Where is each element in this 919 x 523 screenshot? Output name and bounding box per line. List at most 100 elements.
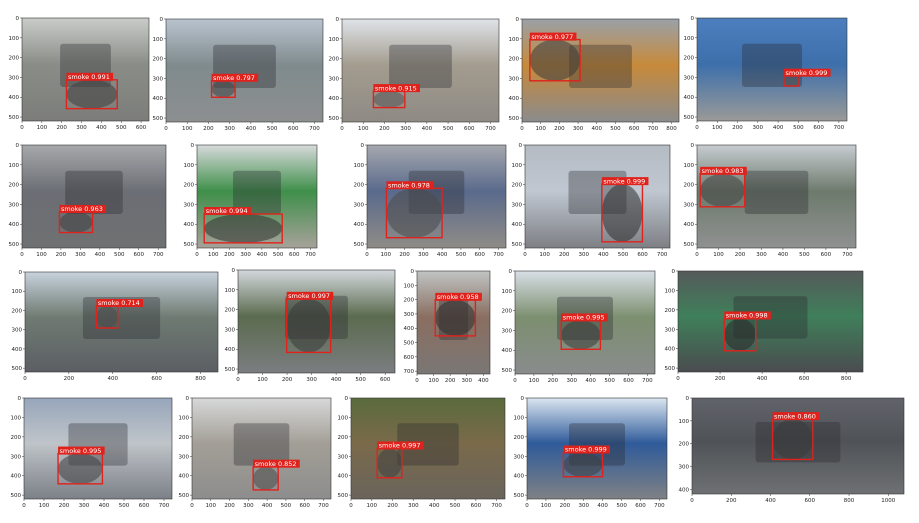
x-tick-label: 300 xyxy=(408,503,419,509)
y-tick-label: 100 xyxy=(225,288,236,294)
x-tick-label: 400 xyxy=(757,376,768,382)
x-tick-label: 0 xyxy=(695,252,699,258)
y-tick-label: 200 xyxy=(179,435,190,441)
x-tick-label: 0 xyxy=(195,252,199,258)
x-tick-label: 100 xyxy=(428,378,439,384)
axes-frame xyxy=(526,397,668,500)
y-tick-label: 100 xyxy=(665,288,676,294)
y-tick-label: 300 xyxy=(404,312,415,318)
y-tick-label: 200 xyxy=(514,435,525,441)
x-tick-label: 100 xyxy=(257,377,268,383)
x-tick-label: 400 xyxy=(262,503,273,509)
x-tick-label: 400 xyxy=(95,252,106,258)
scene-image xyxy=(25,272,218,372)
y-tick-label: 200 xyxy=(338,435,349,441)
x-tick-label: 1000 xyxy=(881,498,895,504)
y-tick-label: 0 xyxy=(672,269,676,275)
y-tick-label: 100 xyxy=(514,415,525,421)
x-tick-label: 400 xyxy=(773,125,784,131)
x-tick-label: 500 xyxy=(618,252,629,258)
x-tick-label: 500 xyxy=(114,252,125,258)
x-tick-label: 400 xyxy=(597,503,608,509)
y-tick-label: 500 xyxy=(9,242,20,248)
y-tick-label: 300 xyxy=(665,327,676,333)
detection-label-bg xyxy=(601,177,649,186)
y-tick-label: 0 xyxy=(19,270,23,276)
detection-label: smoke 0.983 xyxy=(702,167,744,175)
x-tick-label: 700 xyxy=(654,503,665,509)
y-tick-label: 500 xyxy=(153,116,164,122)
y-tick-label: 500 xyxy=(338,493,349,499)
y-tick-label: 200 xyxy=(9,183,20,189)
x-tick-label: 700 xyxy=(318,503,329,509)
y-tick-label: 100 xyxy=(9,36,20,42)
x-tick-label: 200 xyxy=(399,252,410,258)
x-tick-label: 0 xyxy=(236,377,240,383)
smoke-plume xyxy=(563,452,603,477)
detection-label: smoke 0.797 xyxy=(213,74,255,82)
x-tick-label: 0 xyxy=(349,503,353,509)
y-tick-label: 100 xyxy=(684,36,695,42)
x-tick-label: 500 xyxy=(793,125,804,131)
x-tick-label: 400 xyxy=(422,126,433,132)
x-tick-label: 500 xyxy=(610,126,621,132)
x-tick-label: 300 xyxy=(579,503,590,509)
x-tick-label: 400 xyxy=(96,125,107,131)
smoke-plume xyxy=(96,306,118,328)
x-tick-label: 500 xyxy=(281,503,292,509)
detection-label-bg xyxy=(253,459,300,468)
x-tick-label: 700 xyxy=(834,125,845,131)
x-tick-label: 400 xyxy=(592,126,603,132)
y-tick-label: 500 xyxy=(404,341,415,347)
x-tick-label: 300 xyxy=(567,378,578,384)
x-tick-label: 0 xyxy=(690,498,694,504)
x-tick-label: 600 xyxy=(623,378,634,384)
axes-frame xyxy=(165,18,324,123)
smoke-plume xyxy=(377,448,402,478)
smoke-plume xyxy=(529,39,581,81)
y-tick-label: 100 xyxy=(679,419,690,425)
axes-frame xyxy=(524,144,671,249)
y-tick-label: 500 xyxy=(684,242,695,248)
y-tick-label: 0 xyxy=(521,396,525,402)
x-tick-label: 0 xyxy=(695,125,699,131)
x-tick-label: 100 xyxy=(535,126,546,132)
x-tick-label: 200 xyxy=(387,503,398,509)
y-tick-label: 500 xyxy=(665,366,676,372)
smoke-plume xyxy=(601,184,643,242)
smoke-plume xyxy=(204,214,283,243)
x-tick-label: 400 xyxy=(765,498,776,504)
y-tick-label: 300 xyxy=(9,202,20,208)
x-tick-label: 0 xyxy=(190,503,194,509)
y-tick-label: 300 xyxy=(679,465,690,471)
x-tick-label: 500 xyxy=(116,125,127,131)
axes-frame xyxy=(677,270,864,373)
x-tick-label: 100 xyxy=(358,126,369,132)
x-tick-label: 0 xyxy=(164,126,168,132)
detection-label-bg xyxy=(563,445,610,454)
x-tick-label: 200 xyxy=(715,376,726,382)
smoke-plume xyxy=(66,79,118,109)
x-tick-label: 200 xyxy=(64,376,75,382)
x-tick-label: 300 xyxy=(756,252,767,258)
y-tick-label: 300 xyxy=(9,75,20,81)
axes-frame xyxy=(366,144,507,249)
detection-label-bg xyxy=(96,299,144,307)
x-tick-label: 100 xyxy=(37,125,48,131)
vehicle-silhouette xyxy=(65,170,123,215)
y-tick-label: 500 xyxy=(179,493,190,499)
y-tick-label: 300 xyxy=(329,76,340,82)
detection-label: smoke 0.999 xyxy=(786,69,828,77)
x-tick-label: 300 xyxy=(753,125,764,131)
y-tick-label: 300 xyxy=(684,75,695,81)
y-tick-label: 200 xyxy=(225,308,236,314)
